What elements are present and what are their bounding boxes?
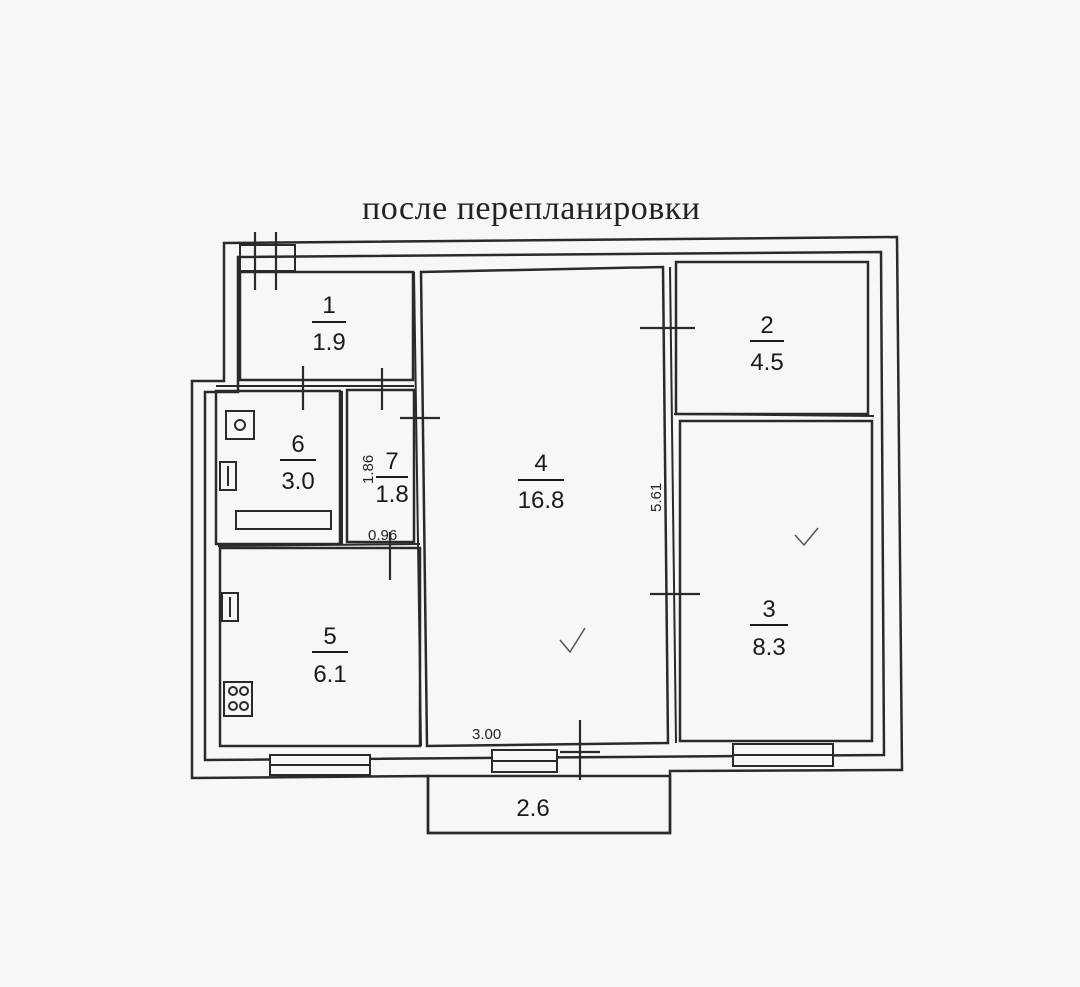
- stove-icon: [223, 681, 253, 717]
- balcony-outline: [426, 774, 672, 835]
- room-4-area: 16.8: [518, 487, 565, 514]
- room-6-number: 6: [291, 431, 304, 458]
- washbasin-icon: [225, 410, 255, 440]
- room-1-number: 1: [322, 292, 335, 319]
- room-4-outline: [419, 265, 670, 748]
- bathtub-icon: [235, 510, 332, 530]
- room-3-outline: [678, 419, 874, 743]
- room-2-area: 4.5: [750, 349, 783, 376]
- room-1-outline: [238, 270, 415, 382]
- dim-room7-length: 1.86: [360, 455, 377, 484]
- room-7-outline: [345, 388, 416, 544]
- dim-room4-length: 5.61: [648, 483, 665, 512]
- room-3-area: 8.3: [752, 634, 785, 661]
- dim-room4-width: 3.00: [472, 726, 501, 743]
- room-6-area: 3.0: [281, 468, 314, 495]
- room-7-number: 7: [385, 448, 398, 475]
- room-2-number: 2: [760, 312, 773, 339]
- room-3-number: 3: [762, 596, 775, 623]
- room-7-area: 1.8: [375, 481, 408, 508]
- check-mark-room3: [794, 527, 819, 547]
- room-6-outline: [214, 389, 342, 546]
- toilet-icon: [219, 461, 237, 491]
- room-5-number: 5: [323, 623, 336, 650]
- balcony-area: 2.6: [516, 795, 549, 822]
- room-5-area: 6.1: [313, 661, 346, 688]
- sink-icon: [221, 592, 239, 622]
- plan-title: после перепланировки: [362, 190, 701, 227]
- dim-room7-width: 0.96: [368, 527, 397, 544]
- check-mark-room4: [559, 627, 586, 654]
- room-4-number: 4: [534, 450, 547, 477]
- room-1-area: 1.9: [312, 329, 345, 356]
